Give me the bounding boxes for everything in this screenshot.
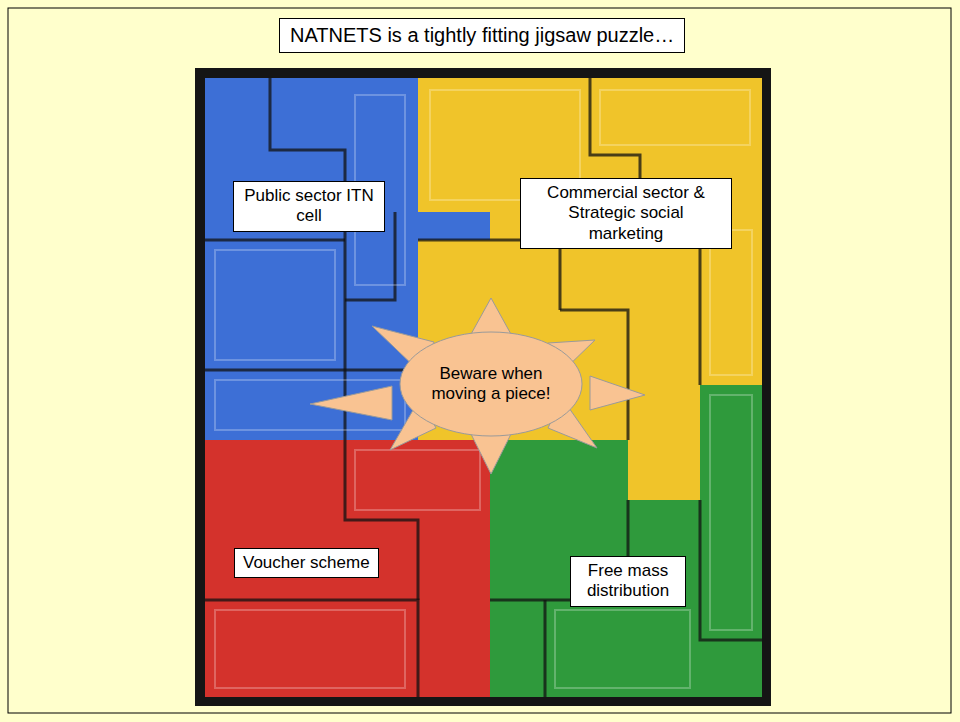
texture <box>710 395 752 630</box>
label-box: Public sector ITN cell <box>233 181 385 232</box>
red-region <box>205 440 490 697</box>
node-label: Beware when moving a piece! <box>421 364 561 405</box>
texture <box>215 380 405 430</box>
piece-texture <box>215 90 752 688</box>
node-label: Commercial sector & Strategic social mar… <box>529 183 723 244</box>
seam <box>418 240 560 310</box>
label-box: Voucher scheme <box>234 548 379 578</box>
green-region <box>490 385 762 697</box>
seam <box>205 600 418 697</box>
label-box: Commercial sector & Strategic social mar… <box>520 178 732 249</box>
ray <box>470 432 512 474</box>
texture <box>355 450 480 510</box>
texture <box>215 250 335 360</box>
ellipse-outline <box>400 332 582 436</box>
slide-border <box>8 8 951 713</box>
node-label: Voucher scheme <box>243 553 370 573</box>
seam <box>205 369 418 372</box>
ray <box>590 376 645 410</box>
texture <box>555 610 690 688</box>
seam <box>544 600 547 697</box>
warning-ellipse: Beware when moving a piece! <box>399 331 583 437</box>
texture <box>600 90 750 145</box>
warning-rays <box>310 298 645 474</box>
ray <box>470 298 512 336</box>
seam <box>270 78 345 440</box>
node-label: Free mass distribution <box>579 561 677 602</box>
ray <box>310 386 392 420</box>
puzzle-frame <box>195 68 771 706</box>
texture <box>215 610 405 688</box>
label-box: Free mass distribution <box>570 556 686 607</box>
texture <box>710 230 752 375</box>
node-label: Public sector ITN cell <box>242 186 376 227</box>
piece-seams <box>205 78 762 697</box>
slide-title: NATNETS is a tightly fitting jigsaw puzz… <box>279 18 685 53</box>
seam <box>205 239 345 242</box>
